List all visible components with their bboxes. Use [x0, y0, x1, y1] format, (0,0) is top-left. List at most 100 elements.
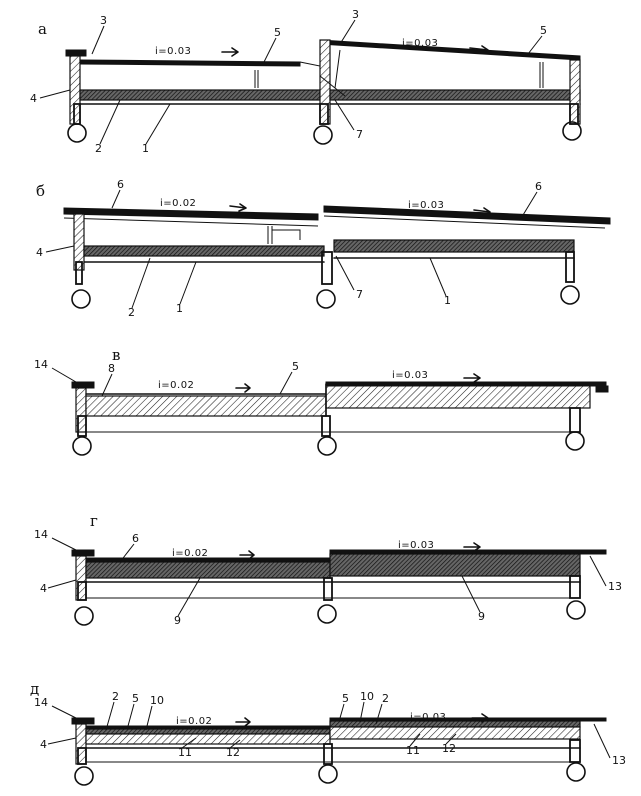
leader-line [145, 103, 171, 145]
leader-line [359, 701, 365, 723]
leader-line [375, 703, 383, 725]
grid-axis-circle [317, 436, 337, 456]
slope-label: i=0.02 [176, 716, 212, 727]
slope-label: i=0.03 [410, 712, 446, 723]
leader-line [335, 255, 355, 291]
callout-label: 4 [36, 246, 43, 259]
slab-left-b [83, 245, 325, 257]
slope-label: i=0.02 [160, 198, 196, 209]
callout-label: 9 [478, 610, 485, 623]
insulation-right-d [329, 720, 581, 728]
grid-axis-circle [74, 606, 94, 626]
slope-label: i=0.03 [398, 540, 434, 551]
leader-line [91, 25, 105, 55]
slope-arrow-icon [235, 383, 251, 393]
leader-line [119, 543, 135, 563]
leader-line [177, 577, 201, 617]
slope-label: i=0.02 [172, 548, 208, 559]
section-d: д i=0.02 i=0.03 14 2 5 10 5 10 2 4 [30, 680, 626, 786]
section-b: б i=0.02 i=0.03 6 6 4 2 1 7 1 [36, 178, 611, 319]
section-letter-g: г [90, 512, 98, 530]
callout-label: 11 [406, 744, 420, 757]
leader-line [429, 257, 447, 297]
column-right-a [569, 103, 579, 125]
callout-label: 2 [382, 692, 389, 705]
column-right-v [569, 407, 581, 433]
grid-axis-circle [71, 289, 91, 309]
slope-arrow-icon [469, 45, 489, 54]
callout-label: 6 [535, 180, 542, 193]
slope-arrow-icon [463, 542, 481, 552]
grid-axis-circle [560, 285, 580, 305]
column-right-b [565, 251, 575, 283]
grid-axis-circle [316, 289, 336, 309]
roof-cover-right-v [325, 381, 607, 387]
roof-panel-left-b [63, 207, 319, 221]
callout-label: 2 [95, 142, 102, 155]
column-left-d [77, 747, 87, 765]
slab-right-d [329, 726, 581, 740]
grid-axis-circle [67, 123, 87, 143]
leader-line [181, 737, 197, 749]
column-right-g [569, 575, 581, 599]
callout-label: 7 [356, 128, 363, 141]
grid-axis-circle [566, 762, 586, 782]
grid-axis-circle [565, 431, 585, 451]
callout-label: 4 [40, 582, 47, 595]
slab-left-g [85, 561, 331, 579]
grid-axis-circle [313, 125, 333, 145]
leader-line [131, 257, 151, 309]
column-left-b [75, 261, 83, 285]
callout-label: 10 [360, 690, 374, 703]
grid-axis-circle [317, 604, 337, 624]
grid-axis-circle [72, 436, 92, 456]
callout-label: 5 [292, 360, 299, 373]
slope-arrow-icon [463, 373, 481, 383]
cover-drop-left [299, 61, 321, 76]
slab-right-g [329, 553, 581, 577]
section-letter-d: д [30, 680, 39, 698]
slope-arrow-icon [229, 203, 247, 212]
callout-label: 5 [132, 692, 139, 705]
leader-line [527, 35, 543, 55]
callout-label: 10 [150, 694, 164, 707]
leader-line [334, 99, 355, 131]
slab-left [79, 89, 321, 101]
parapet-cap-left [71, 549, 95, 557]
parapet-cap-left [65, 49, 87, 57]
leader-line [179, 261, 197, 305]
section-letter-v: в [112, 346, 120, 364]
slope-arrow-icon [473, 207, 491, 216]
slope-arrow-icon [239, 550, 255, 560]
callout-label: 14 [34, 358, 48, 371]
callout-label: 3 [352, 8, 359, 21]
callout-label: 13 [608, 580, 622, 593]
callout-label: 4 [30, 92, 37, 105]
column-left-v [77, 415, 87, 437]
leader-line [51, 367, 77, 383]
callout-label: 9 [174, 614, 181, 627]
leader-line [445, 733, 457, 745]
callout-label: 8 [108, 362, 115, 375]
column-mid-a [319, 103, 329, 125]
leader-line [99, 99, 121, 145]
slab-right [329, 89, 581, 101]
callout-label: 1 [176, 302, 183, 315]
slab-left-d [85, 733, 331, 745]
wall-left-b [73, 213, 85, 271]
column-mid-v [321, 415, 331, 437]
leader-line [229, 739, 241, 749]
grid-axis-circle [562, 121, 582, 141]
leader-line [51, 537, 77, 551]
leader-line [45, 245, 75, 253]
leader-line [39, 89, 71, 99]
parapet-cap-left [71, 381, 95, 389]
callout-label: 4 [40, 738, 47, 751]
section-v: в i=0.02 i=0.03 14 8 5 [34, 346, 609, 456]
roof-struts-a [319, 44, 346, 97]
grid-axis-circle [74, 766, 94, 786]
column-mid-g [323, 577, 333, 601]
callout-label: 6 [132, 532, 139, 545]
callout-label: 2 [112, 690, 119, 703]
